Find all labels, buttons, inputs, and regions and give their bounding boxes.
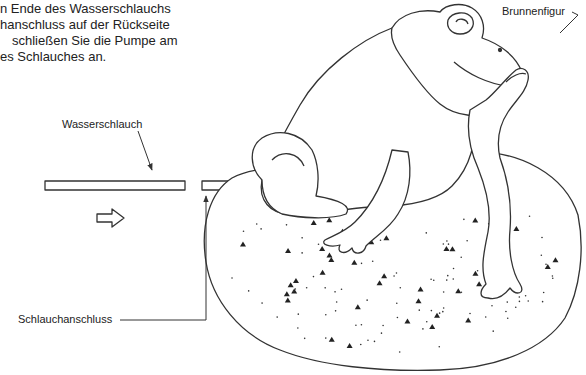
leader-line [138, 131, 152, 170]
instruction-text: schließen Sie die Pumpe am [12, 33, 177, 49]
part-name: Brunnenfigur [502, 5, 565, 18]
instruction-text: hanschluss auf der Rückseite [0, 17, 170, 33]
instruction-text: n Ende des Wasserschlauchs [0, 1, 171, 17]
water-hose [45, 181, 185, 190]
instruction-text: es Schlauches an. [0, 49, 106, 65]
part-name: Schlauchanschluss [18, 313, 112, 326]
part-name: Wasserschlauch [62, 118, 142, 131]
flow-arrow [97, 209, 124, 227]
leader-line [120, 196, 206, 320]
frog-figure [252, 5, 528, 299]
